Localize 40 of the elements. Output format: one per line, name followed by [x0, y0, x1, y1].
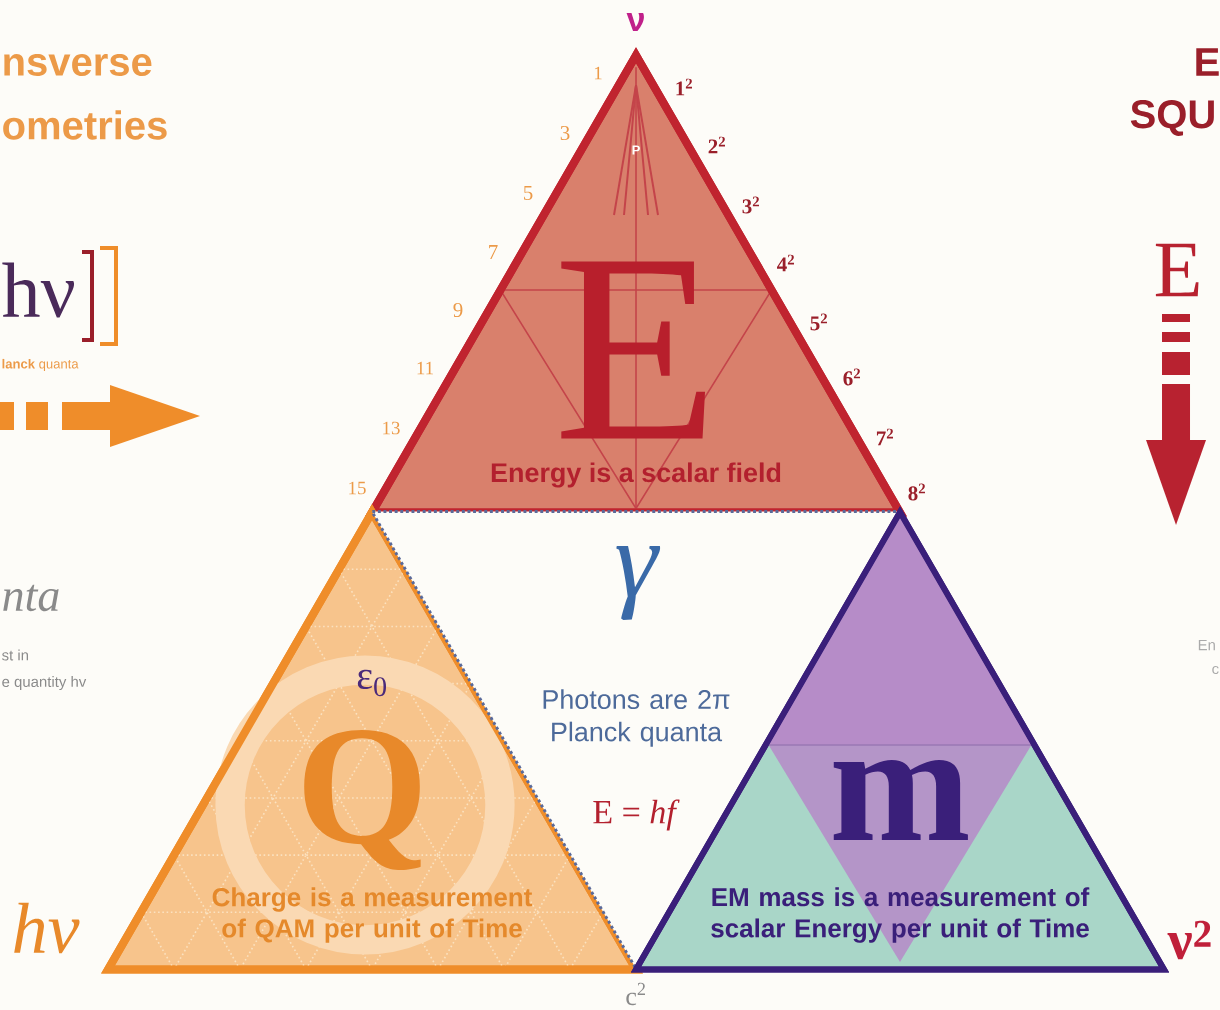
caption-text: lanck quanta: [2, 358, 79, 372]
symbol-letter: γ: [616, 546, 661, 620]
scale-number: 7$^{2}$: [876, 428, 893, 446]
point-label: P: [632, 145, 640, 155]
symbol-letter: Q: [304, 729, 421, 871]
symbol-letter: m: [833, 759, 968, 841]
scale-number: 1: [594, 66, 602, 80]
scale-number: 6$^{2}$: [843, 368, 860, 386]
body-text: c: [1212, 665, 1219, 675]
body-text: st in: [2, 649, 28, 661]
scale-number: 2$^{2}$: [708, 136, 725, 154]
symbol-label: ε$_{0}$: [357, 669, 386, 697]
scale-number: 1$^{2}$: [676, 78, 692, 96]
caption-text: Energy is a scalar field: [491, 462, 781, 488]
scale-number: 3$^{2}$: [742, 196, 759, 214]
scale-number: 13: [383, 421, 400, 435]
scale-number: 9: [453, 302, 463, 318]
scale-number: 11: [417, 361, 433, 375]
scale-number: 5$^{2}$: [810, 313, 827, 331]
vertex-label: c$^{2}$: [626, 982, 645, 1006]
body-text: En: [1198, 639, 1215, 651]
body-text: e quantity hv: [2, 676, 87, 690]
equation-text: E = hf: [593, 799, 680, 831]
symbol-letter: E: [561, 261, 706, 439]
caption-text: Charge is a measurement of QAM per unit of Time: [212, 887, 533, 943]
formula-text: hν: [2, 262, 75, 318]
heading-text: SQU: [1130, 100, 1214, 136]
scale-number: 4$^{2}$: [777, 254, 794, 272]
scale-number: 7: [489, 245, 498, 259]
heading-text: nsverse: [4, 54, 152, 76]
heading-text: ometries: [3, 110, 167, 140]
scale-number: 8$^{2}$: [908, 483, 925, 501]
heading-text: nta: [3, 584, 59, 612]
caption-text: EM mass is a measurement of scalar Energy per unit of Time: [711, 887, 1090, 943]
scale-number: 15: [349, 481, 366, 495]
caption-text: Photons are 2π Planck quanta: [543, 689, 730, 747]
scale-number: 5: [523, 186, 533, 200]
heading-text: E: [1196, 48, 1219, 76]
scale-number: 3: [560, 125, 570, 141]
symbol-letter: E: [1155, 243, 1199, 297]
